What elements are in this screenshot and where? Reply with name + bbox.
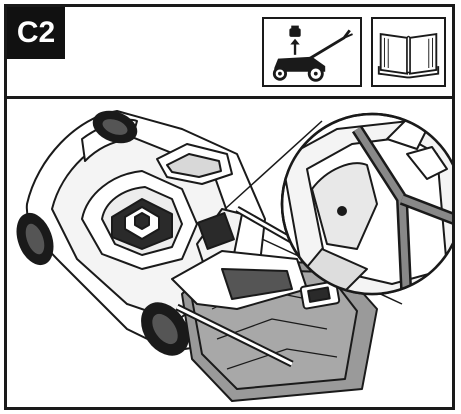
panel-header: C2: [7, 7, 452, 99]
manual-book-icon: [371, 17, 446, 87]
mower-battery-icon: [262, 17, 362, 87]
detail-zoom: [280, 112, 452, 296]
step-badge: C2: [7, 7, 65, 59]
instruction-panel: C2: [4, 4, 455, 410]
mower-illustration: [7, 99, 452, 407]
